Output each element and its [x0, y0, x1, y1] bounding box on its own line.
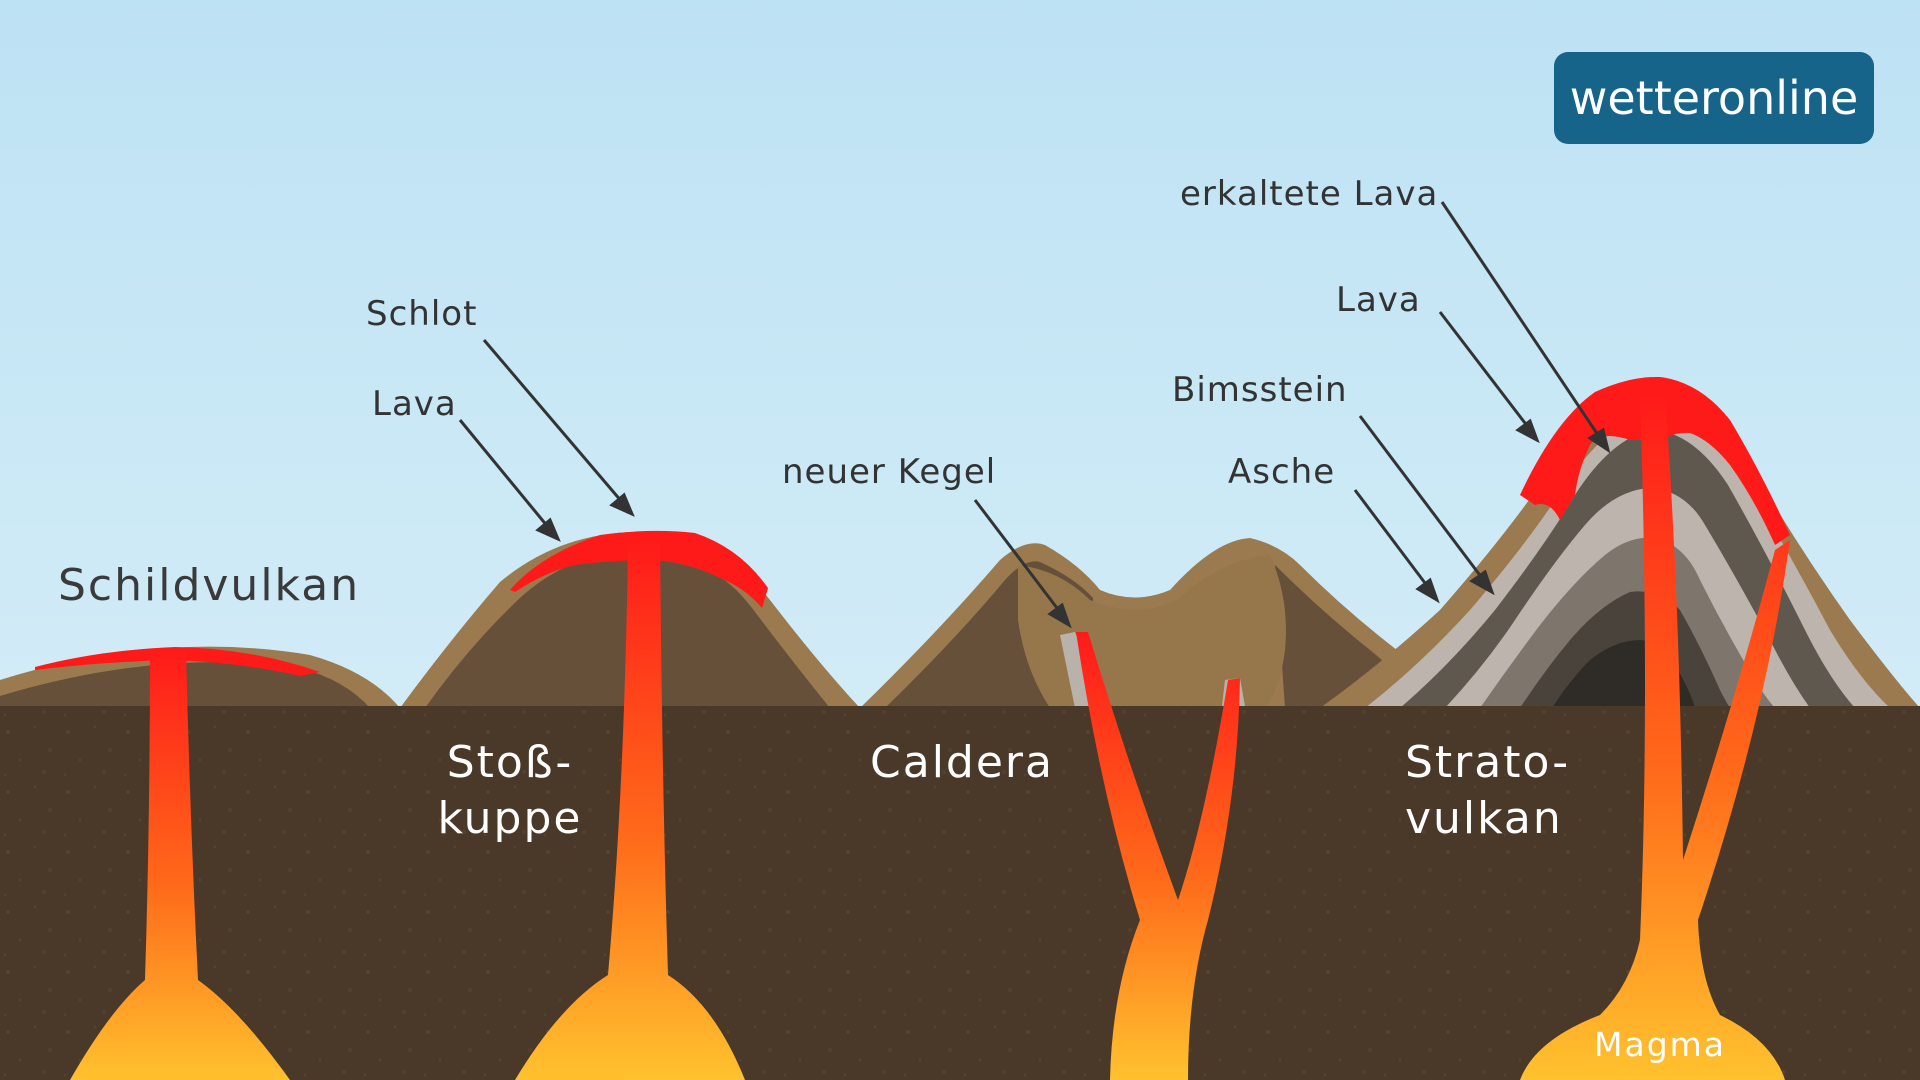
- arrow-lava-left: [458, 419, 550, 528]
- arrow-asche: [1353, 489, 1430, 588]
- annotation-asche: Asche: [1228, 452, 1336, 492]
- logo-text: wetteronline: [1569, 71, 1859, 125]
- magma-dome: [515, 540, 745, 1080]
- arrow-schlot: [482, 339, 624, 503]
- label-caldera: Caldera: [870, 737, 1054, 788]
- arrow-lava-right: [1438, 311, 1530, 428]
- arrow-bimsstein: [1358, 415, 1484, 579]
- magma-strato: [1520, 395, 1790, 1080]
- arrow-erkaltete-lava: [1440, 201, 1602, 439]
- annotation-bimsstein: Bimsstein: [1172, 370, 1348, 410]
- annotation-lava-left: Lava: [372, 384, 457, 424]
- arrow-neuer-kegel: [973, 499, 1062, 613]
- annotation-lava-right: Lava: [1336, 280, 1421, 320]
- wetteronline-logo[interactable]: wetteronline: [1554, 52, 1874, 144]
- label-magma: Magma: [1594, 1025, 1727, 1064]
- annotation-erkaltete-lava: erkaltete Lava: [1180, 174, 1439, 214]
- annotation-schlot: Schlot: [366, 294, 478, 334]
- magma-caldera: [1076, 632, 1240, 1080]
- label-schildvulkan: Schildvulkan: [58, 560, 361, 611]
- label-stosskuppe: Stoß- kuppe: [430, 735, 590, 847]
- magma-shield: [70, 650, 290, 1080]
- label-stratovulkan: Strato- vulkan: [1405, 735, 1575, 847]
- label-stosskuppe-line1: Stoß-: [446, 737, 574, 788]
- annotation-arrows: [458, 201, 1611, 629]
- label-stratovulkan-line2: vulkan: [1405, 793, 1563, 844]
- label-stosskuppe-line2: kuppe: [437, 793, 583, 844]
- label-stratovulkan-line1: Strato-: [1405, 737, 1571, 788]
- shield-volcano: [0, 646, 400, 708]
- annotation-neuer-kegel: neuer Kegel: [782, 452, 997, 492]
